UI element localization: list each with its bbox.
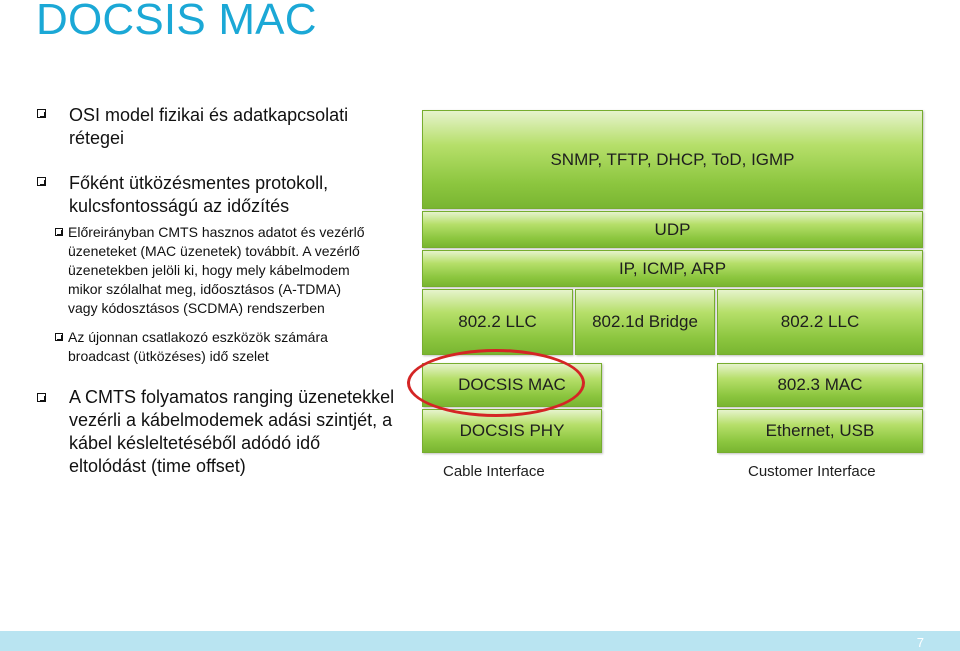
bullet-checkbox-icon <box>55 333 63 341</box>
red-highlight-ellipse <box>407 349 585 417</box>
bridge-label: 802.1d Bridge <box>592 312 698 331</box>
bullet-5-line-3: kábel késleltetéséből adódó idő <box>69 433 321 453</box>
bullet-3-line-3: üzenetekben jelöli ki, hogy mely kábelmo… <box>68 262 350 278</box>
llc-right-label: 802.2 LLC <box>780 312 860 331</box>
page-number: 7 <box>916 635 924 650</box>
bullet-4-line-1: Az újonnan csatlakozó eszközök számára <box>68 329 328 345</box>
app-protocols-layer: SNMP, TFTP, DHCP, ToD, IGMP <box>422 110 923 209</box>
udp-label: UDP <box>654 219 691 239</box>
llc-right-layer: 802.2 LLC <box>717 289 923 355</box>
bullet-5-line-1: A CMTS folyamatos ranging üzenetekkel <box>69 387 395 407</box>
app-protocols-label: SNMP, TFTP, DHCP, ToD, IGMP <box>550 149 795 169</box>
bullet-checkbox-icon <box>55 228 63 236</box>
bullet-checkbox-icon <box>37 177 46 186</box>
ethernet-usb-layer: Ethernet, USB <box>717 409 923 453</box>
bullet-1-line-2: rétegei <box>69 128 125 148</box>
bullet-5-line-4: eltolódást (time offset) <box>69 456 246 476</box>
mac-8023-label: 802.3 MAC <box>777 375 863 394</box>
footer-bar <box>0 631 960 651</box>
ip-layer: IP, ICMP, ARP <box>422 250 923 287</box>
bullet-3-line-1: Előreirányban CMTS hasznos adatot és vez… <box>68 224 365 240</box>
llc-left-label: 802.2 LLC <box>458 312 537 331</box>
docsis-phy-label: DOCSIS PHY <box>459 421 565 440</box>
bullet-3-line-4: mikor szólalhat meg, időosztásos (A-TDMA… <box>68 281 342 297</box>
protocol-stack-diagram: SNMP, TFTP, DHCP, ToD, IGMP UDP IP, ICMP… <box>415 104 930 480</box>
bullet-1-line-1: OSI model fizikai és adatkapcsolati <box>69 105 349 125</box>
udp-layer: UDP <box>422 211 923 248</box>
llc-left-layer: 802.2 LLC <box>422 289 573 355</box>
cable-interface-caption: Cable Interface <box>443 463 545 480</box>
slide-title: DOCSIS MAC <box>36 0 317 44</box>
bullet-4-line-2: broadcast (ütközéses) idő szelet <box>68 348 269 364</box>
docsis-phy-layer: DOCSIS PHY <box>422 409 602 453</box>
ip-label: IP, ICMP, ARP <box>618 258 727 278</box>
bullet-checkbox-icon <box>37 393 46 402</box>
ethernet-usb-label: Ethernet, USB <box>765 421 875 440</box>
bullet-2-line-1: Főként ütközésmentes protokoll, <box>69 173 329 193</box>
bullet-5-line-2: vezérli a kábelmodemek adási szintjét, a <box>69 410 393 430</box>
bullet-checkbox-icon <box>37 109 46 118</box>
customer-interface-caption: Customer Interface <box>748 463 876 480</box>
bullet-2-line-2: kulcsfontosságú az időzítés <box>69 196 290 216</box>
mac-8023-layer: 802.3 MAC <box>717 363 923 407</box>
bridge-layer: 802.1d Bridge <box>575 289 715 355</box>
bullet-3-line-5: vagy kódosztásos (SCDMA) rendszerben <box>68 300 325 316</box>
bullet-3-line-2: üzeneteket (MAC üzenetek) továbbít. A ve… <box>68 243 360 259</box>
